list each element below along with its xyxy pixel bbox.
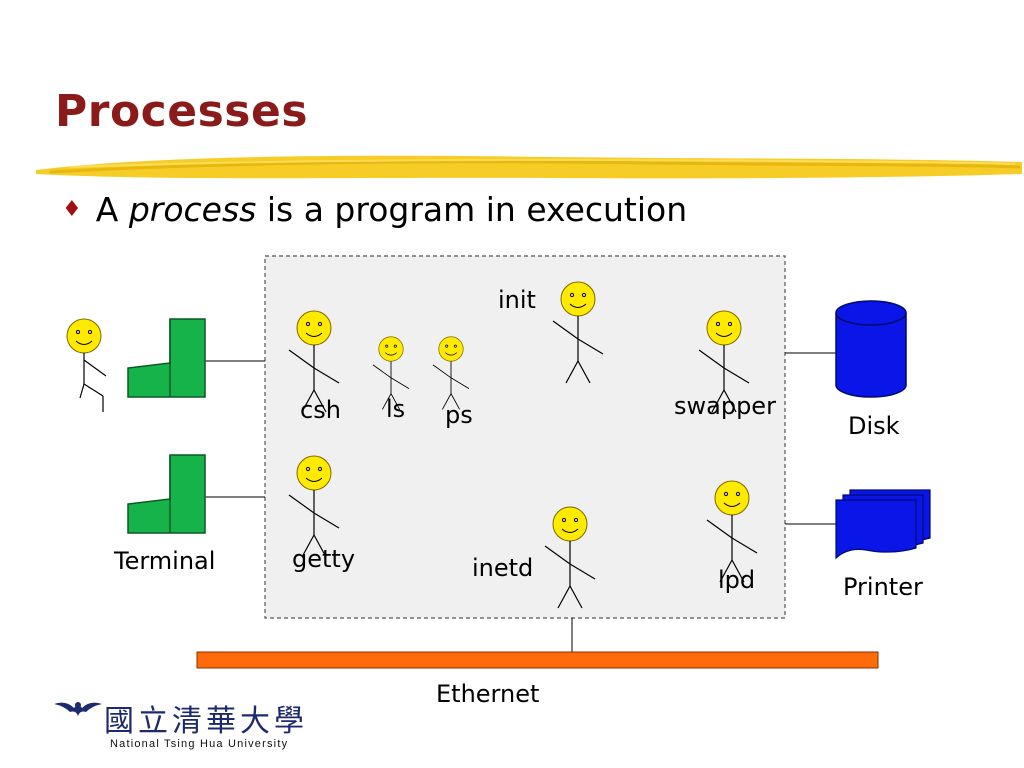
label-ps: ps (445, 401, 473, 429)
university-name-english: National Tsing Hua University (110, 738, 289, 750)
label-init: init (498, 286, 536, 314)
disk-cylinder-icon (835, 300, 907, 398)
bullet-text-emphasis: process (128, 190, 257, 229)
label-terminal: Terminal (113, 547, 215, 575)
slide-title: Processes (55, 86, 309, 137)
system-boundary-box (264, 255, 786, 619)
terminal-icon (127, 454, 206, 534)
label-printer: Printer (843, 573, 923, 601)
ethernet-bar (196, 651, 879, 669)
university-name-chinese: 國立清華大學 (104, 704, 308, 739)
label-getty: getty (292, 545, 355, 573)
label-swapper: swapper (674, 392, 776, 420)
user-figure-icon (66, 318, 107, 412)
label-csh: csh (300, 396, 341, 424)
label-ethernet: Ethernet (436, 680, 539, 708)
terminal-icon (127, 318, 206, 398)
diamond-bullet-icon: ♦ (62, 197, 82, 222)
bullet-text-end: is a program in execution (256, 190, 688, 229)
bullet-point: ♦ A process is a program in execution (62, 190, 687, 229)
label-inetd: inetd (472, 554, 533, 582)
label-ls: ls (386, 395, 405, 423)
label-lpd: lpd (718, 566, 755, 594)
university-logo-icon (54, 702, 102, 716)
title-underline-brush (36, 155, 1022, 179)
label-disk: Disk (848, 412, 900, 440)
printer-icon (835, 489, 931, 560)
bullet-text-start: A (95, 190, 129, 229)
